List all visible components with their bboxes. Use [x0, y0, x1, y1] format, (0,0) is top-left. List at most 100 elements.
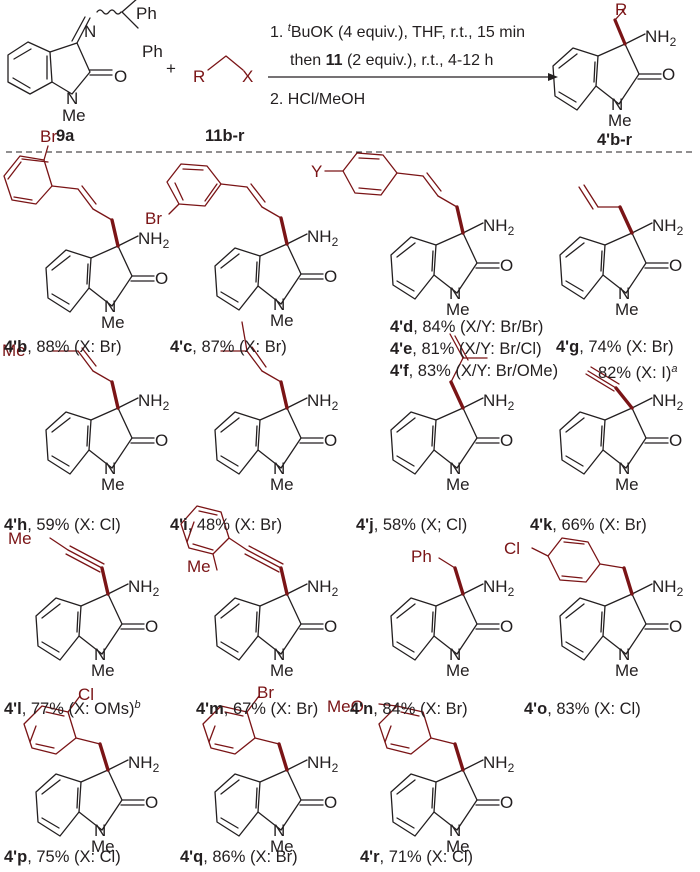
substituent-bond [29, 725, 37, 743]
atom-N: N [104, 297, 116, 316]
atom-O: O [155, 431, 168, 450]
substituent-bond [384, 725, 392, 743]
substituent-bond [450, 357, 464, 383]
plus-sign: + [166, 59, 176, 78]
substituent-bond [174, 182, 184, 201]
substituent-bond [224, 711, 244, 717]
substituent-bond [622, 566, 634, 596]
product-grid: BrNH2ONMeBrNH2ONMeYNH2ONMeNH2ONMeMeNH2ON… [2, 127, 684, 866]
substituent-bond [248, 545, 284, 565]
substituent-bond [449, 333, 464, 359]
yield-caption: 4'e, 81% (X/Y: Br/Cl) [390, 340, 542, 358]
atom-O: O [145, 617, 158, 636]
substituent-bond [400, 711, 420, 717]
atom-N: N [449, 821, 461, 840]
yield-caption: 4'n, 84% (X: Br) [350, 700, 468, 718]
substituent-bond [49, 537, 69, 551]
substituent-bond [279, 216, 289, 246]
substituent-bond [166, 163, 222, 207]
atom-Me: Me [446, 837, 470, 856]
atom-N: N [94, 821, 106, 840]
substituent-bond [599, 563, 625, 569]
atom-Me: Me [101, 313, 125, 332]
substituent-bond [69, 545, 105, 565]
atom-NH2: NH2 [652, 577, 684, 599]
substituent-label: Cl [504, 539, 520, 558]
substituent-bond [45, 711, 65, 717]
leaving-group-x: X [242, 67, 253, 86]
substituent-label: Ph [411, 547, 432, 566]
product-r-group: R [615, 0, 627, 19]
reactant-9a: N Ph Ph O N Me 9a [7, 0, 163, 145]
substituent-bond [208, 725, 216, 743]
substituent-bond [585, 373, 615, 392]
atom-O: O [114, 67, 127, 86]
r-group: R [193, 67, 205, 86]
substituent-bond [454, 335, 469, 361]
substituent-bond [449, 380, 465, 410]
reaction-conditions: 1. tBuOK (4 equiv.), THF, r.t., 15 min t… [268, 22, 558, 108]
substituent-bond [186, 521, 195, 543]
atom-Me: Me [270, 837, 294, 856]
atom-NH2: NH2 [652, 216, 684, 238]
atom-NH2: NH2 [307, 391, 339, 413]
atom-N: N [618, 284, 630, 303]
substituent-bond [51, 185, 79, 190]
substituent-bond [437, 195, 458, 208]
substituent-bond [378, 705, 432, 755]
substituent-bond [92, 208, 113, 221]
substituent-bond [422, 175, 439, 197]
atom-O: O [324, 617, 337, 636]
atom-O: O [669, 431, 682, 450]
atom-NH2: NH2 [128, 753, 160, 775]
substituent-bond [453, 742, 465, 772]
yield-caption: 4'r, 71% (X: Cl) [360, 848, 473, 866]
atom-Me: Me [91, 661, 115, 680]
substituent-bond [250, 183, 266, 203]
substituent-bond [590, 366, 620, 385]
substituent-bond [279, 566, 289, 596]
arrow-head [548, 73, 558, 81]
substituent-bond [430, 737, 456, 745]
atom-N1: N [66, 89, 78, 108]
yield-caption: 4'h, 59% (X: Cl) [4, 516, 121, 534]
condition-line-1: 1. tBuOK (4 equiv.), THF, r.t., 15 min [270, 22, 525, 41]
atom-Me: Me [270, 475, 294, 494]
yield-caption: 4'k, 66% (X: Br) [530, 516, 647, 534]
atom-N: N [104, 459, 116, 478]
substituent-bond [246, 350, 263, 372]
substituent-bond [277, 742, 289, 772]
condition-line-3: 2. HCl/MeOH [270, 91, 365, 108]
substituent-bond [583, 184, 599, 208]
substituent-bond [13, 196, 33, 201]
yield-caption: 4'i, 48% (X: Br) [170, 516, 282, 534]
atom-Me: Me [615, 300, 639, 319]
substituent-bond [110, 218, 120, 248]
compound-label-9a: 9a [56, 127, 75, 145]
substituent-bond [7, 161, 22, 180]
substituent-bond [587, 370, 617, 389]
atom-O: O [145, 793, 158, 812]
substituent-bond [98, 742, 110, 772]
atom-NH2: NH2 [307, 227, 339, 249]
atom-Me: Me [615, 475, 639, 494]
alt-yield-caption: 82% (X: I)a [598, 363, 677, 382]
ph-2: Ph [142, 42, 163, 61]
substituent-label: Cl [78, 685, 94, 704]
atom-O: O [500, 431, 513, 450]
atom-Me: Me [101, 475, 125, 494]
substituent-bond [358, 187, 382, 191]
atom-N: N [611, 95, 623, 114]
atom-Me: Me [446, 661, 470, 680]
reactant-11: R X 11b-r [193, 55, 253, 145]
atom-Me: Me [608, 111, 632, 130]
substituent-bond [578, 186, 594, 210]
